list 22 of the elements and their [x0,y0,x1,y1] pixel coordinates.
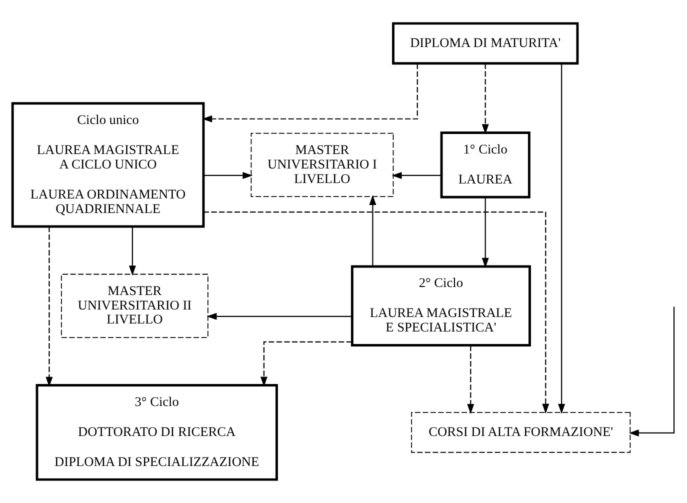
node-box: MASTER UNIVERSITARIO I LIVELLO [250,132,394,197]
arrow [467,346,474,414]
node-box: 2° Ciclo LAUREA MAGISTRALE E SPECIALISTICA' [350,265,531,346]
node-box: DIPLOMA DI MATURITA' [392,22,579,65]
arrow [628,306,675,436]
arrow [46,226,53,387]
arrow [482,63,489,134]
arrow [260,341,352,387]
arrow [392,172,442,179]
node-box: MASTER UNIVERSITARIO II LIVELLO [60,274,208,338]
arrow [206,312,352,320]
node-box: Ciclo unico LAUREA MAGISTRALE A CICLO UNICO LAUREA ORDINAMENTO QUADRIENNALE [11,102,205,228]
arrow [202,64,418,122]
arrow [482,197,489,268]
arrow [558,64,566,414]
arrow [204,212,550,414]
arrow [204,172,253,179]
node-box: 3° Ciclo DOTTORATO DI RICERCA DIPLOMA DI SPECIALIZZAZIONE [36,384,278,481]
node-box: 1° Ciclo LAUREA [440,132,530,198]
arrow [369,195,376,266]
node-box: CORSI DI ALTA FORMAZIONE' [411,412,631,453]
arrow [128,226,136,276]
